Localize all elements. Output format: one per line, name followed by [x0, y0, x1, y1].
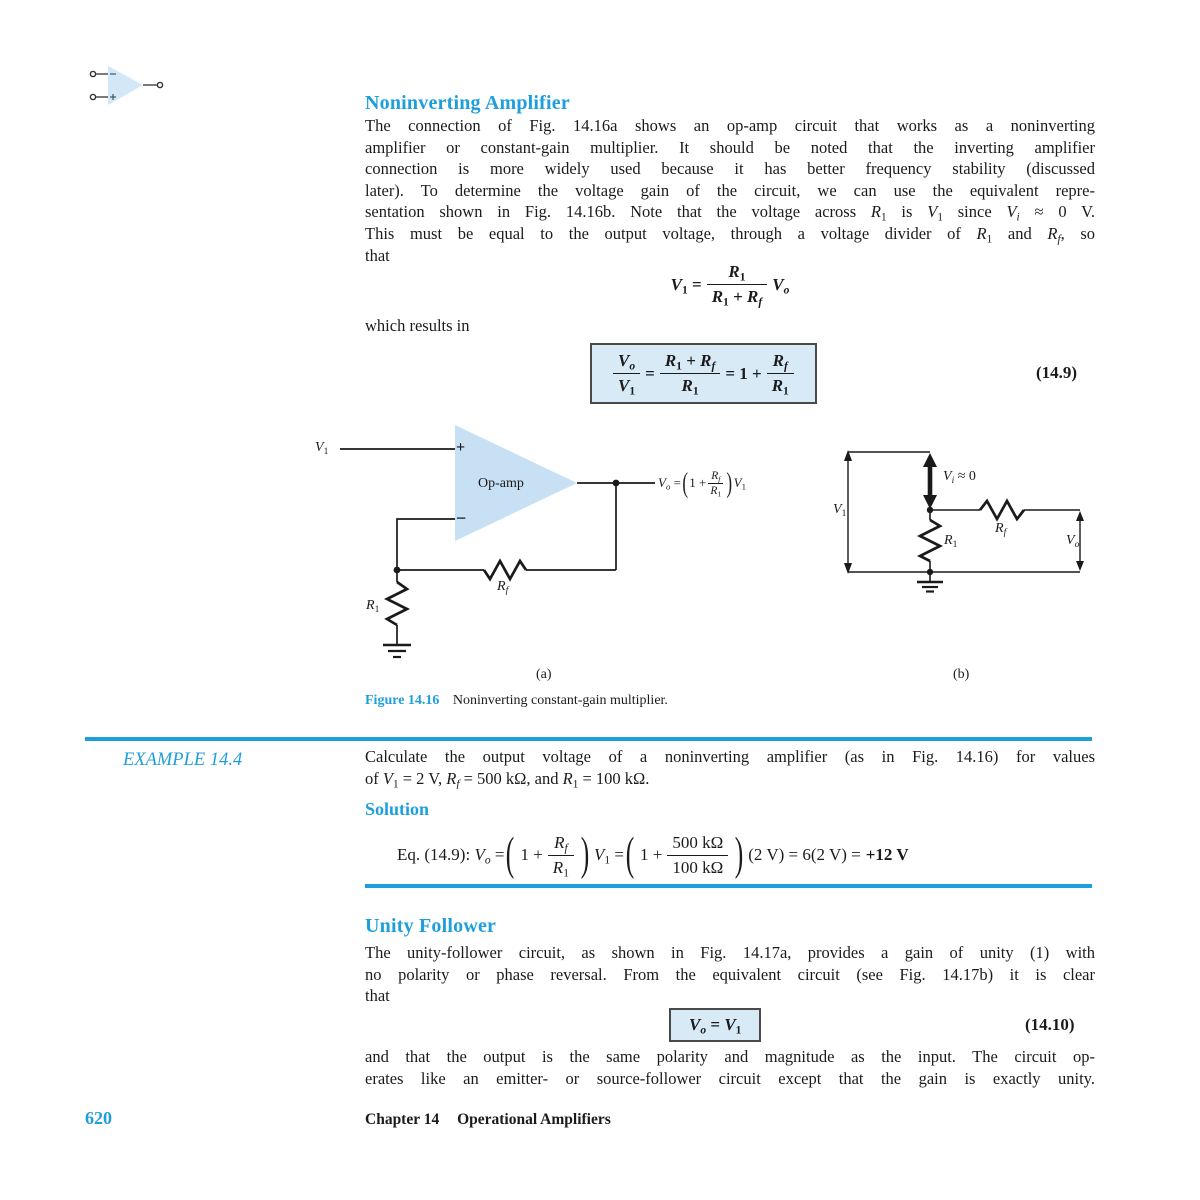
paragraph-line: connection is more widely used because i… [365, 159, 1095, 179]
paragraph-line: erates like an emitter- or source-follow… [365, 1068, 1095, 1088]
op-amp-margin-icon [89, 66, 164, 105]
noninverting-paragraph: The connection of Fig. 14.16a shows an o… [365, 115, 1095, 266]
connector-text: which results in [365, 316, 470, 335]
circuit-b-tag: (b) [953, 667, 970, 682]
fraction: Rf R1 [766, 351, 794, 397]
left-paren: ( [506, 828, 515, 880]
paragraph-line: later). To determine the voltage gain of… [365, 180, 1095, 200]
equation-number-14-9: (14.9) [1036, 363, 1078, 382]
paragraph-line: of V1 = 2 V, Rf = 500 kΩ, and R1 = 100 k… [365, 768, 650, 790]
equation-box-14-10: Vo = V1 [669, 1008, 762, 1042]
unity-paragraph-2: and that the output is the same polarity… [365, 1046, 1095, 1089]
example-bottom-rule [365, 884, 1092, 888]
fraction: R1 R1 + Rf [706, 262, 768, 308]
circuit-b-v1-label: V1 [833, 502, 847, 519]
circuit-a-drawing [340, 425, 655, 659]
minus-input-label: − [456, 508, 467, 528]
footer-title: Operational Amplifiers [457, 1111, 611, 1128]
unity-paragraph: The unity-follower circuit, as shown in … [365, 942, 1095, 1007]
equation-rhs: Vo [772, 274, 790, 296]
equation-voltage-divider: V1 = R1 R1 + Rf Vo [365, 262, 1095, 308]
fraction: Rf R1 [708, 469, 724, 498]
circuit-b-vi-label: Vi ≈ 0 [943, 469, 976, 486]
footer-chapter: Chapter 14 [365, 1111, 440, 1128]
example-top-rule [85, 737, 1092, 741]
paragraph-line: and that the output is the same polarity… [365, 1047, 1095, 1066]
fraction: R1 + Rf R1 [659, 351, 721, 397]
footer-running-head: Chapter 14 Operational Amplifiers [365, 1111, 611, 1129]
paragraph-line: that [365, 986, 390, 1006]
circuit-b-drawing [844, 450, 1084, 593]
op-amp-triangle [455, 425, 577, 541]
example-label: EXAMPLE 14.4 [123, 750, 243, 770]
plus-input-label: + [456, 439, 466, 456]
circuit-a-output-equation: Vo = ( 1 + Rf R1 ) V1 [658, 467, 747, 499]
paragraph-line: sentation shown in Fig. 14.16b. Note tha… [365, 202, 1095, 223]
left-paren: ( [625, 828, 635, 880]
section-heading-unity: Unity Follower [365, 915, 497, 937]
example-text: Calculate the output voltage of a noninv… [365, 746, 1095, 789]
paragraph-line: This must be equal to the output voltage… [365, 223, 1095, 245]
right-paren: ) [734, 828, 744, 880]
circuit-a-rf-label: Rf [497, 579, 509, 596]
page-number: 620 [85, 1108, 112, 1128]
right-paren: ) [580, 828, 590, 880]
paragraph-line: The unity-follower circuit, as shown in … [365, 943, 1095, 962]
fraction: Vo V1 [613, 351, 641, 397]
paragraph-line: Calculate the output voltage of a noninv… [365, 747, 1095, 766]
paragraph-line: amplifier or constant-gain multiplier. I… [365, 137, 1095, 157]
section-heading-noninverting: Noninverting Amplifier [365, 92, 570, 114]
paragraph-line: no polarity or phase reversal. From the … [365, 964, 1095, 984]
figure-caption: Figure 14.16 Noninverting constant-gain … [365, 693, 668, 709]
fraction: 500 kΩ 100 kΩ [667, 833, 729, 878]
figure-caption-label: Figure 14.16 [365, 693, 440, 708]
equation-box-14-9: Vo V1 = R1 + Rf R1 = 1 + Rf R1 [590, 343, 817, 404]
equals-sign: = [645, 363, 655, 383]
equation-lhs: V1 = [670, 274, 702, 296]
paragraph-line: The connection of Fig. 14.16a shows an o… [365, 116, 1095, 135]
solution-heading: Solution [365, 799, 430, 819]
circuit-b-rf-label: Rf [995, 521, 1007, 538]
solution-result: +12 V [865, 845, 909, 864]
circuit-b-r1-label: R1 [944, 533, 958, 550]
equation-number-14-10: (14.10) [1025, 1015, 1075, 1034]
circuit-a-r1-label: R1 [366, 598, 380, 615]
right-paren: ) [726, 467, 733, 499]
circuit-b-vo-label: Vo [1066, 533, 1080, 550]
paragraph-line: that [365, 245, 390, 265]
op-amp-label: Op-amp [478, 476, 524, 491]
left-paren: ( [682, 467, 688, 499]
circuit-a-v1-label: V1 [315, 440, 329, 457]
figure-caption-text: Noninverting constant-gain multiplier. [452, 693, 668, 708]
circuit-a-tag: (a) [536, 667, 552, 682]
solution-equation: Eq. (14.9): Vo = ( 1 + Rf R1 ) V1 = ( 1 … [397, 828, 909, 880]
fraction: Rf R1 [547, 833, 574, 878]
equation-middle: = 1 + [725, 363, 762, 383]
